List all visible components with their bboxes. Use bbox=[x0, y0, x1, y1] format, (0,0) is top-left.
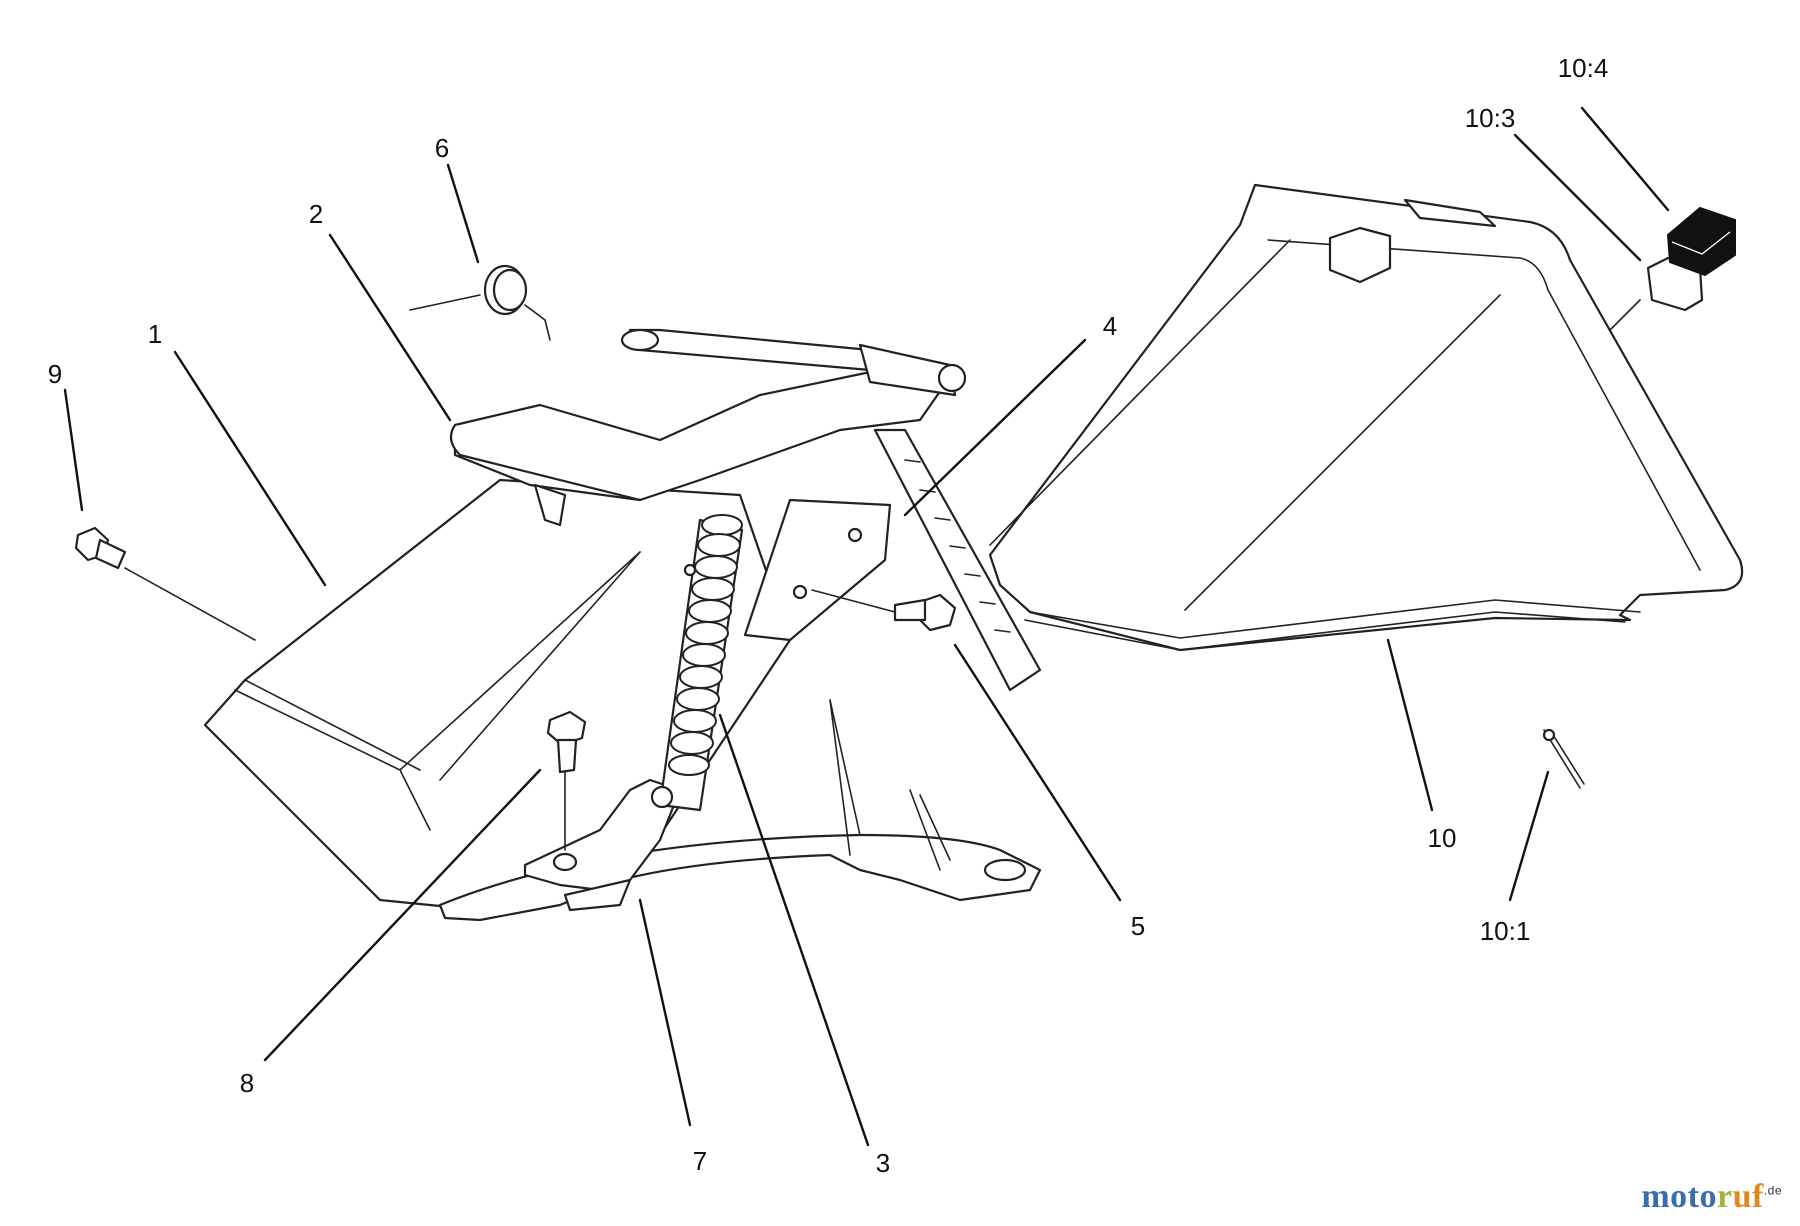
part-5-bolt bbox=[811, 589, 957, 632]
watermark-letter: t bbox=[1687, 1178, 1700, 1215]
base-frame bbox=[438, 699, 1042, 922]
part-3-spring bbox=[650, 514, 744, 812]
part-9-bolt bbox=[74, 526, 256, 641]
callout-8: 8 bbox=[240, 1068, 254, 1098]
watermark-letter: u bbox=[1732, 1178, 1752, 1215]
callout-3: 3 bbox=[876, 1148, 890, 1178]
callout-7: 7 bbox=[693, 1146, 707, 1176]
part-10-1-pin bbox=[1542, 728, 1585, 789]
part-4-plate bbox=[683, 428, 1042, 692]
callout-9: 9 bbox=[48, 359, 62, 389]
part-10-4-cap bbox=[1666, 206, 1736, 277]
callout-1: 1 bbox=[148, 319, 162, 349]
callout-10-3: 10:3 bbox=[1465, 103, 1516, 133]
watermark-letter: r bbox=[1716, 1178, 1733, 1215]
callout-4: 4 bbox=[1103, 311, 1117, 341]
watermark-suffix: .de bbox=[1763, 1183, 1782, 1198]
watermark-letter: m bbox=[1641, 1178, 1671, 1215]
callout-5: 5 bbox=[1131, 911, 1145, 941]
watermark-logo: motoruf.de bbox=[1641, 1178, 1782, 1216]
callout-2: 2 bbox=[309, 199, 323, 229]
part-10-housing bbox=[988, 183, 1744, 652]
watermark-letter: f bbox=[1751, 1178, 1764, 1215]
part-2-flap bbox=[449, 328, 967, 527]
watermark-letter: o bbox=[1699, 1178, 1717, 1215]
callouts: 1 2 3 4 5 6 7 8 9 10 10:1 10:3 10:4 bbox=[48, 53, 1609, 1178]
part-7-bracket bbox=[523, 778, 682, 912]
callout-6: 6 bbox=[435, 133, 449, 163]
part-10-3-clip bbox=[1609, 256, 1704, 331]
callout-10: 10 bbox=[1428, 823, 1457, 853]
part-6-spring bbox=[409, 264, 551, 341]
callout-10-4: 10:4 bbox=[1558, 53, 1609, 83]
leader-lines bbox=[63, 106, 1670, 1147]
callout-10-1: 10:1 bbox=[1480, 916, 1531, 946]
part-8-bolt bbox=[546, 710, 587, 851]
watermark-letter: o bbox=[1670, 1178, 1688, 1215]
